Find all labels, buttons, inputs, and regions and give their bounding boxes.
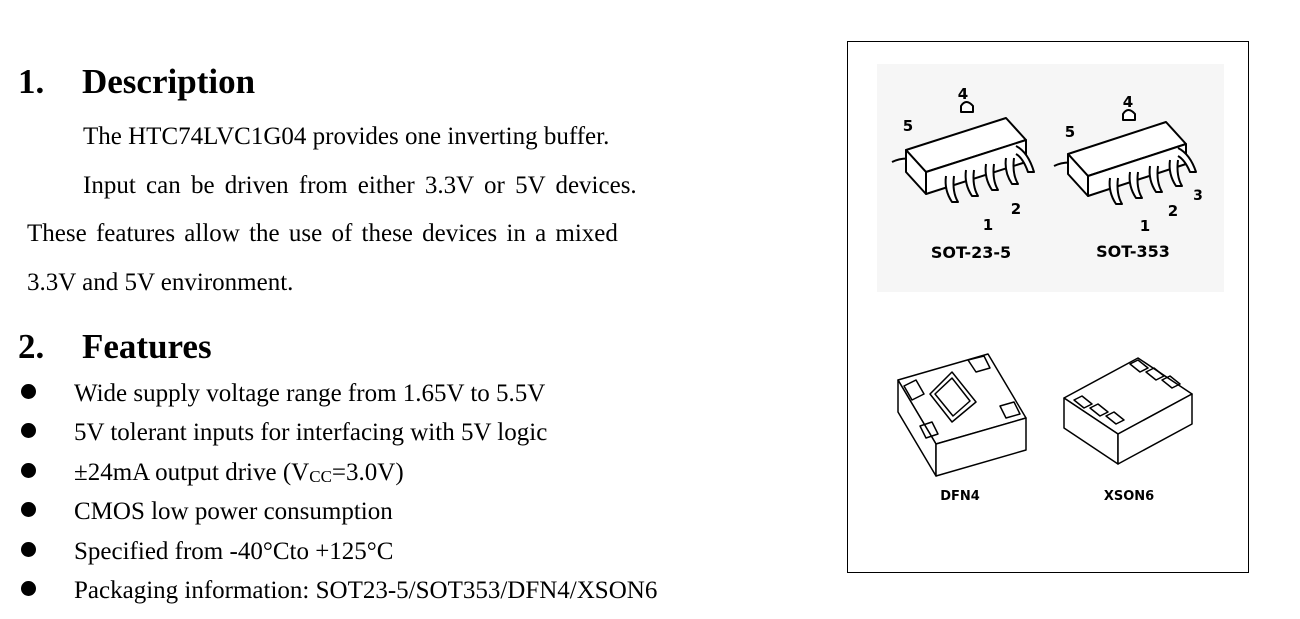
sot23-5-package-icon xyxy=(891,101,1035,203)
feature-text: Packaging information: SOT23-5/SOT353/DF… xyxy=(74,576,658,604)
feature-text: 5V tolerant inputs for interfacing with … xyxy=(74,419,548,447)
sot23-5-pin-1: 1 xyxy=(983,216,993,234)
feature-text: Wide supply voltage range from 1.65V to … xyxy=(74,380,546,407)
feature-item: ±24mA output drive (VCC=3.0V) xyxy=(0,455,800,494)
feature-text: CMOS low power consumption xyxy=(74,498,393,526)
xson6-label: XSON6 xyxy=(1104,489,1154,504)
bullet-icon xyxy=(21,462,36,478)
description-number: 1. xyxy=(18,62,45,101)
features-number: 2. xyxy=(18,327,45,366)
bullet-icon xyxy=(21,580,36,596)
drive-subscript: CC xyxy=(309,466,332,486)
feature-item: Wide supply voltage range from 1.65V to … xyxy=(0,376,800,415)
description-line-3: These features allow the use of these de… xyxy=(27,220,618,247)
feature-item: CMOS low power consumption xyxy=(0,494,800,533)
sot353-pin-4: 4 xyxy=(1123,93,1133,111)
feature-item: Specified from -40°Cto +125°C xyxy=(0,534,800,573)
sot353-label: SOT-353 xyxy=(1096,242,1170,261)
sot353-package-icon xyxy=(1053,109,1197,205)
sot353-pin-3: 3 xyxy=(1193,188,1203,204)
features-title: Features xyxy=(82,327,212,366)
sot23-5-pin-4: 4 xyxy=(958,85,968,103)
feature-text: Specified from -40°Cto +125°C xyxy=(74,537,394,565)
dfn4-package-icon xyxy=(897,353,1027,477)
feature-item: 5V tolerant inputs for interfacing with … xyxy=(0,415,800,454)
features-list: Wide supply voltage range from 1.65V to … xyxy=(0,376,800,612)
drive-suffix: =3.0V) xyxy=(331,458,404,486)
feature-text-drive: ±24mA output drive (VCC=3.0V) xyxy=(74,458,404,492)
feature-item: Packaging information: SOT23-5/SOT353/DF… xyxy=(0,573,800,612)
package-drawings: 4 5 1 2 SOT-23-5 4 5 1 2 3 SOT-353 xyxy=(877,64,1224,504)
bullet-icon xyxy=(21,384,36,399)
sot23-5-label: SOT-23-5 xyxy=(931,243,1011,262)
description-title: Description xyxy=(82,62,256,101)
description-line-4: 3.3V and 5V environment. xyxy=(27,269,294,296)
description-line-2: Input can be driven from either 3.3V or … xyxy=(83,172,637,199)
description-line-1: The HTC74LVC1G04 provides one inverting … xyxy=(83,123,610,150)
sot353-pin-2: 2 xyxy=(1168,202,1178,220)
xson6-package-icon xyxy=(1063,357,1193,465)
sot353-pin-1: 1 xyxy=(1140,217,1150,235)
sot23-5-pin-5: 5 xyxy=(903,117,913,135)
sot23-5-pin-2: 2 xyxy=(1011,200,1021,218)
bullet-icon xyxy=(21,423,36,439)
drive-prefix: ±24mA output drive (V xyxy=(74,458,310,486)
bullet-icon xyxy=(21,541,36,557)
bullet-icon xyxy=(21,502,36,518)
dfn4-label: DFN4 xyxy=(940,489,980,504)
package-illustration-box: 4 5 1 2 SOT-23-5 4 5 1 2 3 SOT-353 xyxy=(847,41,1249,573)
sot353-pin-5: 5 xyxy=(1065,123,1075,141)
